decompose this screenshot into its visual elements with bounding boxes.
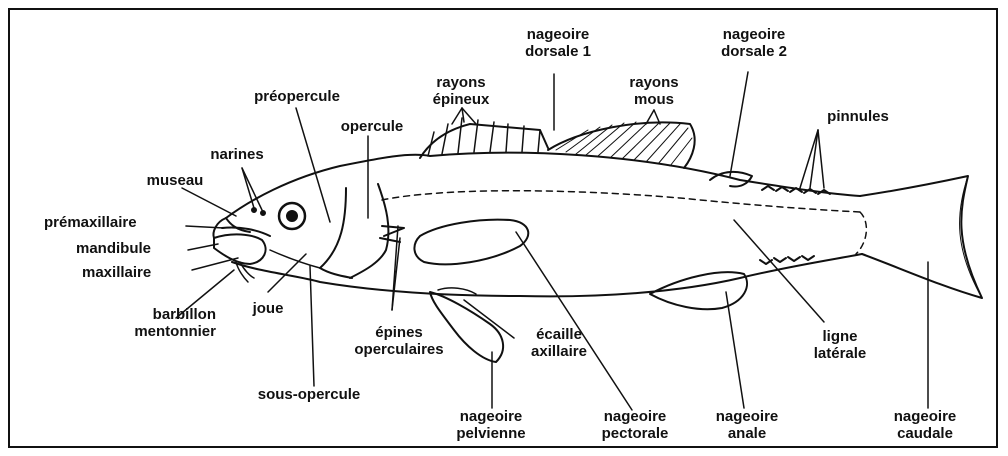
label-epines-operculaires: épines operculaires bbox=[334, 324, 464, 358]
label-nageoire-caudale: nageoire caudale bbox=[868, 408, 982, 442]
label-nageoire-anale: nageoire anale bbox=[690, 408, 804, 442]
dorsal-pinnules bbox=[762, 186, 830, 194]
body-dashed-contour bbox=[856, 212, 866, 254]
pectoral-fin bbox=[414, 220, 528, 265]
soft-dorsal-fin bbox=[548, 122, 695, 168]
axillary-scale bbox=[438, 288, 476, 294]
lateral-line bbox=[382, 191, 860, 212]
label-narines: narines bbox=[192, 146, 282, 163]
label-mandibule: mandibule bbox=[76, 240, 196, 257]
head-details bbox=[252, 184, 404, 278]
label-pinnules: pinnules bbox=[808, 108, 908, 125]
label-opercule: opercule bbox=[322, 118, 422, 135]
label-rayons-epineux: rayons épineux bbox=[406, 74, 516, 108]
label-sous-opercule: sous-opercule bbox=[234, 386, 384, 403]
ventral-pinnules bbox=[760, 256, 814, 264]
label-barbillon-mentonnier: barbillon mentonnier bbox=[40, 306, 216, 340]
label-nageoire-dorsale-1: nageoire dorsale 1 bbox=[498, 26, 618, 60]
label-ecaille-axillaire: écaille axillaire bbox=[504, 326, 614, 360]
label-rayons-mous: rayons mous bbox=[606, 74, 702, 108]
label-nageoire-pectorale: nageoire pectorale bbox=[572, 408, 698, 442]
label-premaxillaire: prémaxillaire bbox=[44, 214, 194, 231]
label-museau: museau bbox=[130, 172, 220, 189]
label-ligne-laterale: ligne latérale bbox=[790, 328, 890, 362]
label-nageoire-pelvienne: nageoire pelvienne bbox=[428, 408, 554, 442]
label-joue: joue bbox=[238, 300, 298, 317]
label-preopercule: préopercule bbox=[232, 88, 362, 105]
label-nageoire-dorsale-2: nageoire dorsale 2 bbox=[694, 26, 814, 60]
nostril-2 bbox=[261, 211, 265, 215]
eye-pupil bbox=[287, 211, 297, 221]
label-maxillaire: maxillaire bbox=[82, 264, 202, 281]
